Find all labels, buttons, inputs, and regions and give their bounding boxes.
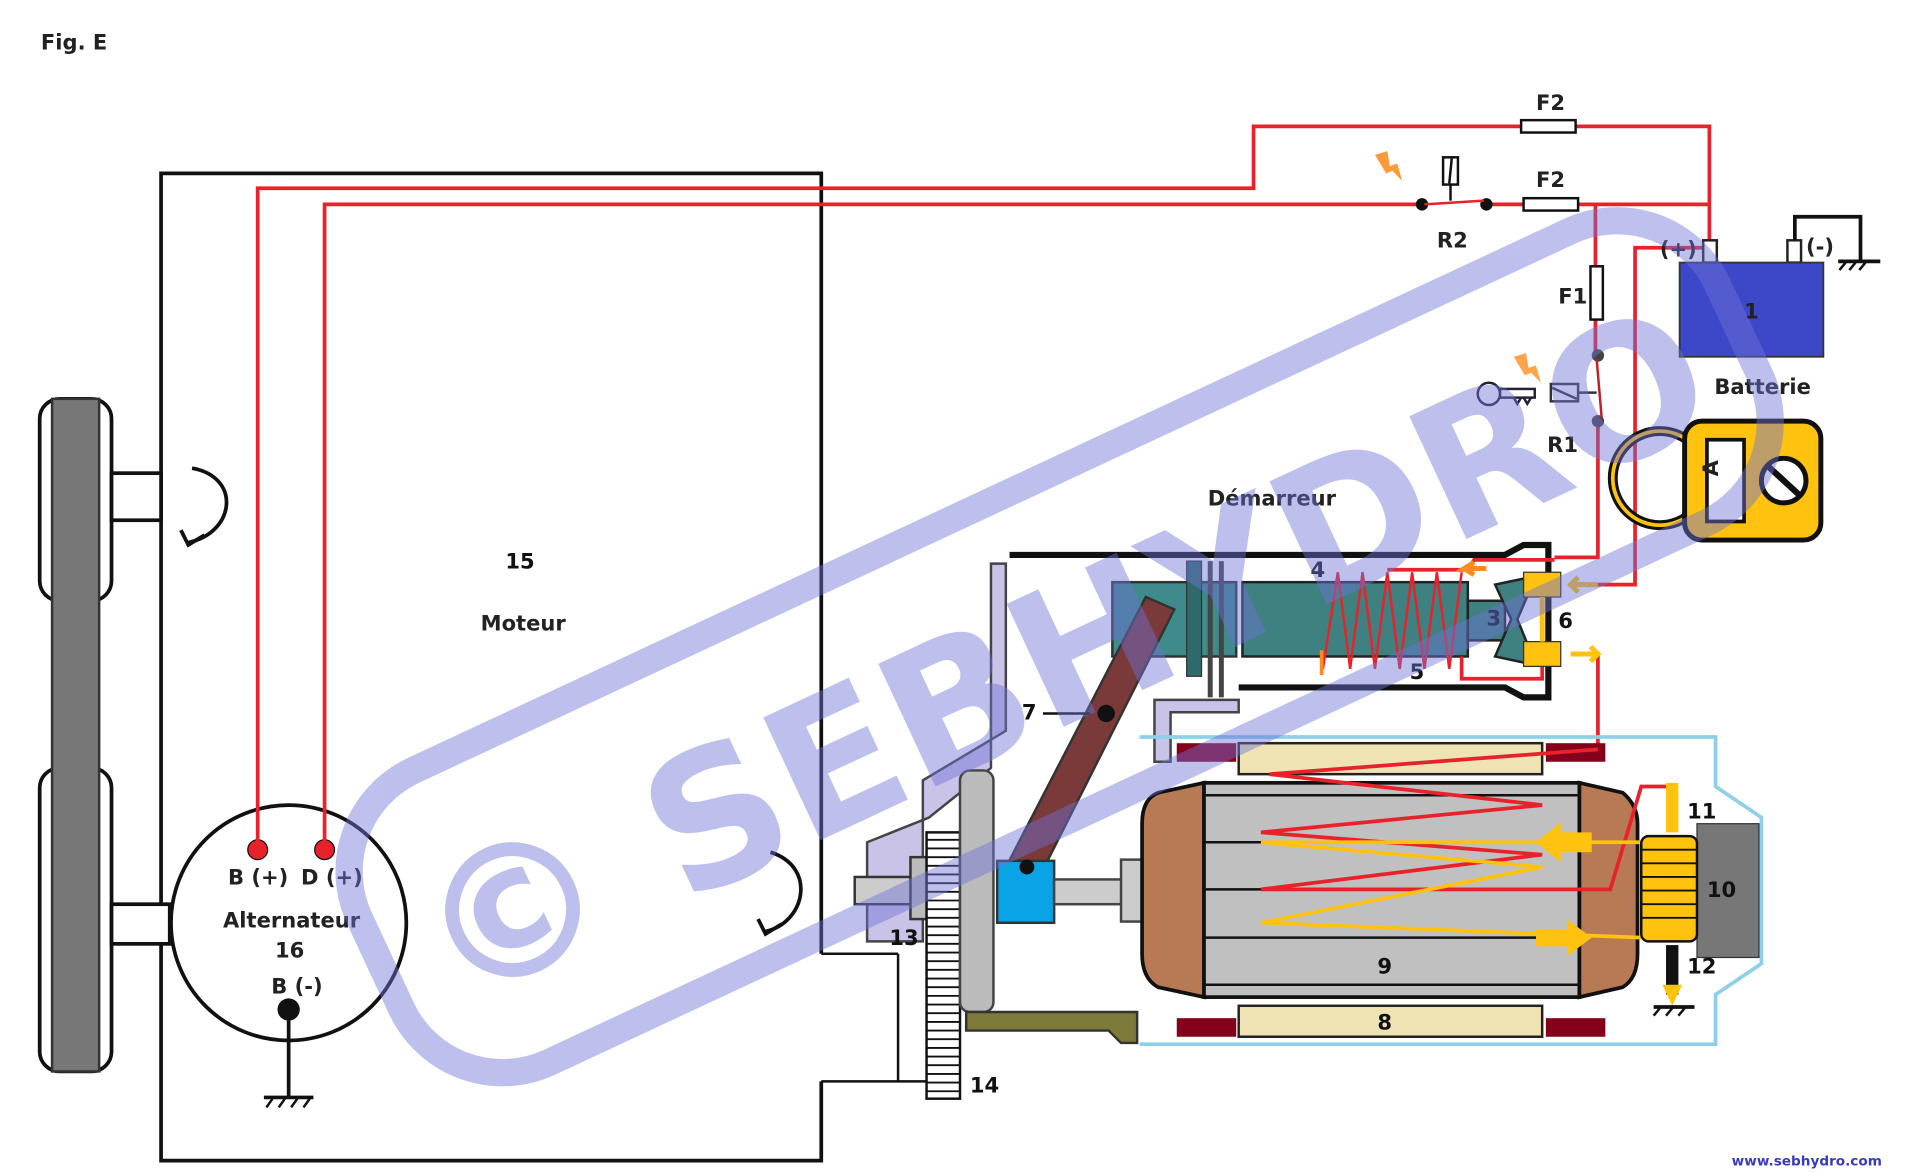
arrow-icon (1570, 644, 1602, 664)
arrow-icon (1662, 984, 1683, 1006)
rotation-arrow-icon (187, 466, 229, 545)
part-number-8: 8 (1377, 1009, 1392, 1034)
starter-motor: 8 9 10 11 12 (1139, 735, 1764, 1047)
starter-solenoid: 3 4 5 6 Démarreur (865, 485, 1602, 943)
engine-block: 15 Moteur (159, 171, 927, 1163)
arrow-icon (1567, 575, 1598, 594)
part-number-10: 10 (1707, 877, 1736, 902)
ground-icon (1838, 259, 1881, 271)
ground-icon (263, 1095, 314, 1109)
fuse-f2-mid: F2 (1522, 167, 1580, 212)
alt-d-plus-label: D (+) (301, 864, 363, 889)
ammeter-label: A (1698, 459, 1723, 476)
drive-mechanism: 7 13 14 (853, 595, 1176, 1100)
fuse-f2-top: F2 (1519, 90, 1577, 134)
arrow-icon (1535, 822, 1592, 863)
relay-r1: R1 (1476, 349, 1605, 457)
part-number-14: 14 (970, 1072, 999, 1097)
alt-b-minus-label: B (-) (271, 973, 322, 998)
part-number-7: 7 (1022, 700, 1037, 725)
part-number-3: 3 (1486, 606, 1501, 631)
battery-number: 1 (1744, 298, 1759, 323)
part-number-13: 13 (889, 925, 918, 950)
lightning-icon (1374, 151, 1403, 181)
belt-pulleys (37, 396, 172, 1074)
part-number-5: 5 (1410, 659, 1425, 684)
arrow-icon (1535, 919, 1592, 957)
figure-label: Fig. E (41, 30, 107, 55)
part-number-9: 9 (1377, 954, 1392, 979)
lightning-icon (1513, 353, 1541, 383)
engine-label: Moteur (481, 610, 567, 635)
solenoid-coil (1321, 572, 1463, 670)
clamp-ammeter-icon: A (1607, 418, 1824, 543)
starter-label: Démarreur (1208, 485, 1337, 510)
arrow-icon (1455, 560, 1487, 577)
svg-text:R2: R2 (1437, 228, 1468, 253)
fuse-f1: F1 (1558, 265, 1605, 321)
battery: 1 (+) (-) Batterie (1660, 214, 1881, 399)
battery-label: Batterie (1714, 374, 1811, 399)
part-number-12: 12 (1687, 954, 1716, 979)
ground-icon (1652, 1005, 1695, 1017)
svg-text:F1: F1 (1558, 283, 1587, 308)
alternator-number: 16 (275, 937, 304, 962)
ignition-key-icon (1476, 381, 1536, 407)
battery-minus-label: (-) (1806, 234, 1834, 259)
engine-number: 15 (505, 549, 534, 574)
battery-plus-label: (+) (1660, 236, 1697, 261)
svg-text:R1: R1 (1547, 432, 1578, 457)
alternator: B (+) D (+) Alternateur 16 B (-) (169, 803, 409, 1109)
svg-text:F2: F2 (1536, 167, 1565, 192)
wiring (255, 124, 1712, 850)
part-number-4: 4 (1311, 557, 1326, 582)
alternator-label: Alternateur (223, 908, 361, 933)
part-number-11: 11 (1687, 799, 1716, 824)
alt-b-plus-label: B (+) (228, 864, 288, 889)
relay-r2: R2 (1374, 151, 1493, 253)
part-number-6: 6 (1558, 608, 1573, 633)
website-link[interactable]: www.sebhydro.com (1732, 1154, 1882, 1170)
svg-text:F2: F2 (1536, 90, 1565, 115)
